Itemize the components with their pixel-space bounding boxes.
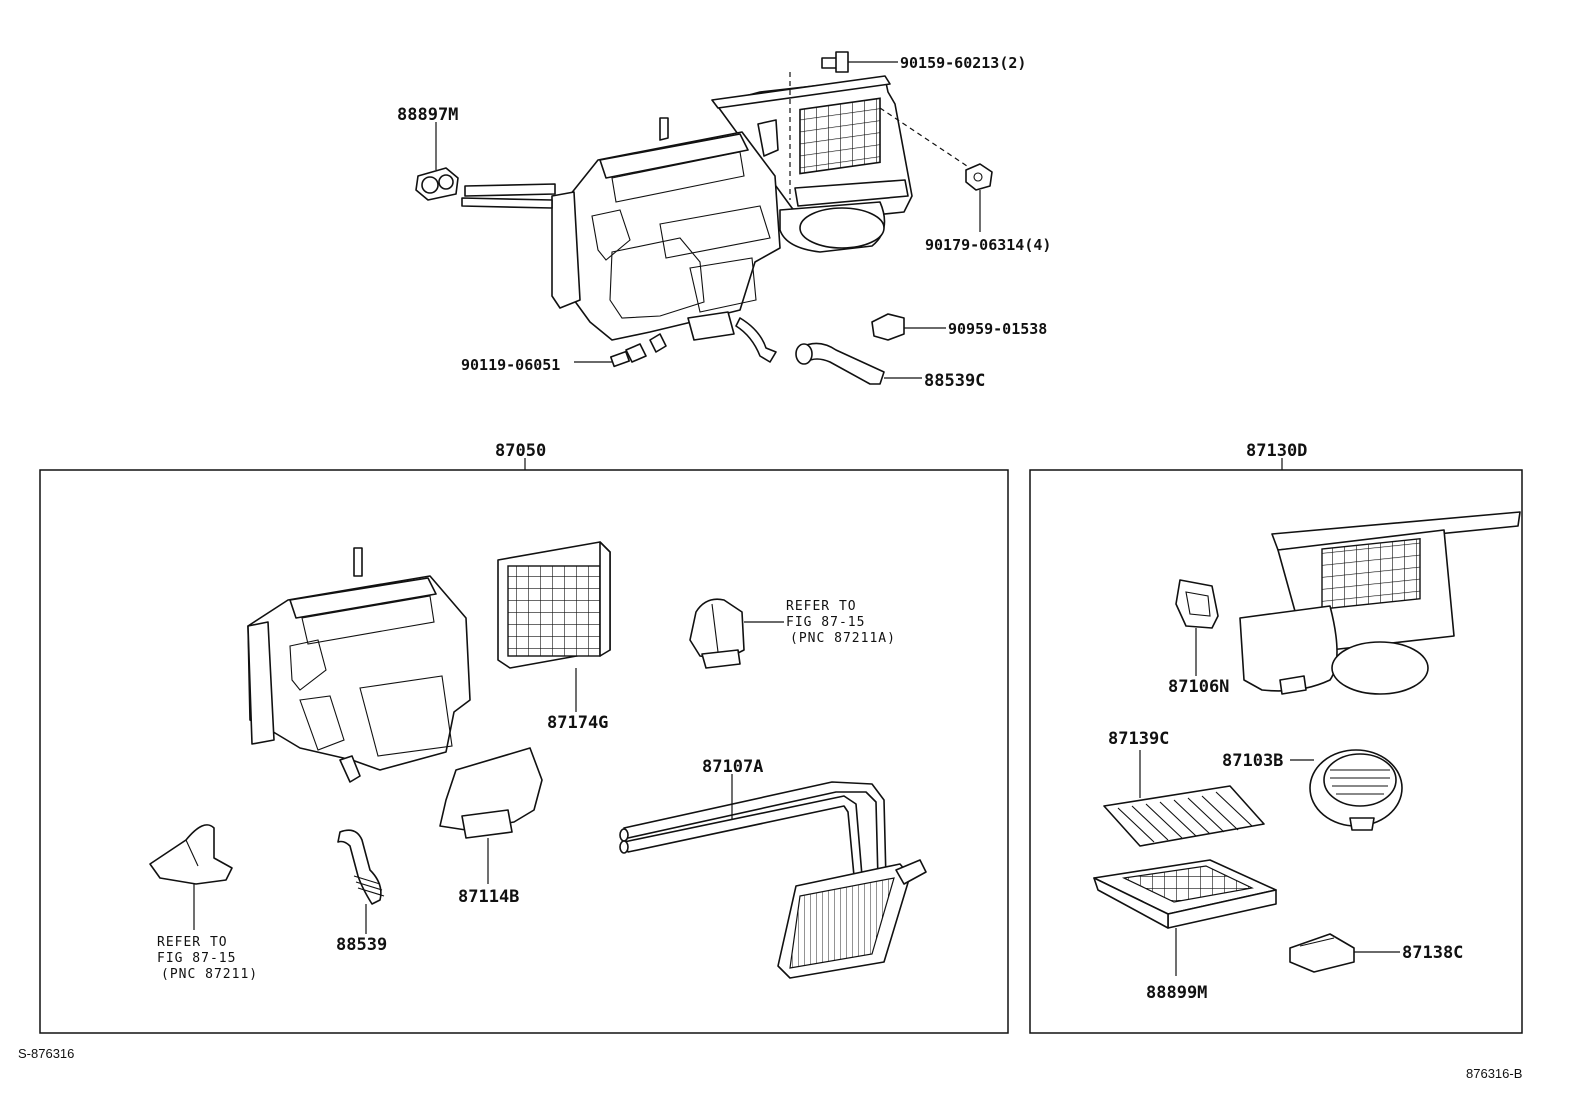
grommet-icon	[415, 167, 459, 201]
blower-motor-icon	[1309, 749, 1403, 831]
servo-motor-2-icon	[149, 824, 233, 885]
label-87103b: 87103B	[1222, 751, 1283, 771]
note-refer-a-line3: (PNC 87211A)	[790, 631, 896, 646]
label-88899m: 88899M	[1146, 983, 1207, 1003]
label-90959-01538: 90959-01538	[948, 320, 1047, 338]
label-90159-60213: 90159-60213(2)	[900, 54, 1026, 72]
heater-core-icon	[777, 859, 927, 979]
note-refer-a-line1: REFER TO	[786, 599, 857, 614]
source-reference: S-876316	[18, 1046, 74, 1061]
label-90119-06051: 90119-06051	[461, 356, 560, 374]
label-87114b: 87114B	[458, 887, 519, 907]
note-refer-b-line1: REFER TO	[157, 935, 228, 950]
label-87107a: 87107A	[702, 757, 763, 777]
resistor-icon	[1289, 933, 1355, 973]
connector-clip-icon	[871, 313, 905, 341]
air-filter-icon	[497, 541, 611, 669]
heater-case-icon	[247, 547, 471, 783]
top-leaders	[435, 61, 981, 379]
top-assembly-illustration	[415, 51, 993, 385]
label-87106n: 87106N	[1168, 677, 1229, 697]
label-90179-06314: 90179-06314(4)	[925, 236, 1051, 254]
duct-cover-icon	[439, 747, 543, 839]
label-87130d: 87130D	[1246, 441, 1307, 461]
servo-motor-icon	[689, 598, 745, 669]
filter-case-icon	[1093, 859, 1277, 929]
blower-unit-panel: 87130D 87106N 87139C 87103B	[1029, 441, 1523, 1034]
drain-hose-2-icon	[337, 829, 385, 905]
heater-tube-icon	[619, 781, 887, 881]
blower-case-icon	[1239, 511, 1521, 695]
label-88539: 88539	[336, 935, 387, 955]
label-88539c: 88539C	[924, 371, 985, 391]
bolt-icon	[821, 51, 849, 73]
note-refer-a-line2: FIG 87-15	[786, 615, 865, 630]
note-refer-b-line3: (PNC 87211)	[161, 967, 258, 982]
heater-unit-panel: 87050 87174G REFER TO FIG	[39, 441, 1009, 1034]
label-87174g: 87174G	[547, 713, 608, 733]
note-refer-b-line2: FIG 87-15	[157, 951, 236, 966]
label-87138c: 87138C	[1402, 943, 1463, 963]
figure-id: 876316-B	[1466, 1066, 1522, 1081]
screw-icon	[609, 333, 667, 368]
cabin-filter-icon	[1103, 785, 1265, 847]
drain-hose-icon	[795, 342, 885, 385]
label-88897m: 88897M	[397, 105, 458, 125]
nut-icon	[965, 163, 993, 191]
actuator-icon	[1175, 579, 1219, 629]
label-87050: 87050	[495, 441, 546, 461]
label-87139c: 87139C	[1108, 729, 1169, 749]
